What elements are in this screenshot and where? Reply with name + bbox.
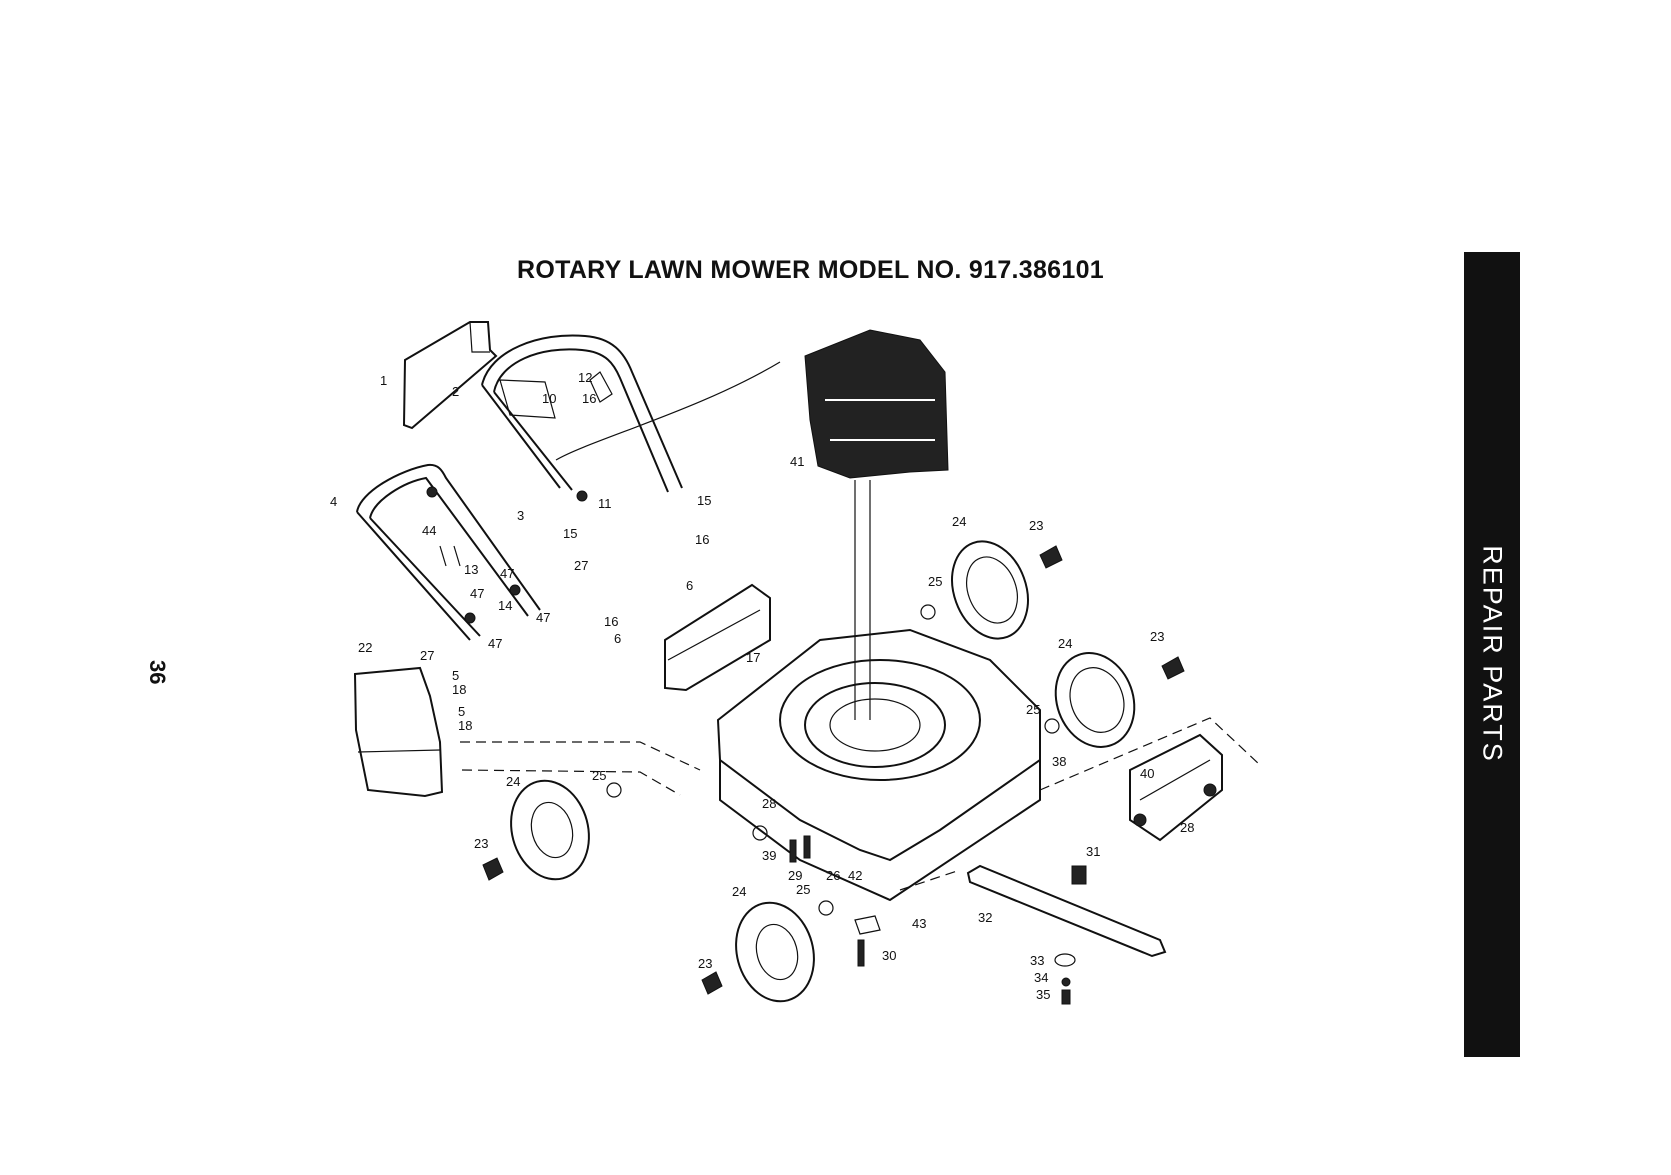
callout: 18	[452, 682, 466, 697]
callout: 10	[542, 391, 556, 406]
wheel-rear-right-bottom	[1043, 642, 1147, 758]
callout: 23	[1150, 629, 1164, 644]
callout: 24	[952, 514, 966, 529]
callout: 24	[1058, 636, 1072, 651]
hardware	[427, 487, 1216, 1004]
part-lower-handle	[357, 465, 540, 640]
callout: 25	[928, 574, 942, 589]
part-rear-baffle	[665, 585, 770, 690]
callout: 32	[978, 910, 992, 925]
callout: 34	[1034, 970, 1048, 985]
wheel-rear-right-top	[939, 531, 1041, 650]
callout: 47	[488, 636, 502, 651]
callout: 26	[826, 868, 840, 883]
part-blade	[968, 866, 1165, 956]
callout: 14	[498, 598, 512, 613]
callout: 47	[470, 586, 484, 601]
callout: 47	[536, 610, 550, 625]
callout: 25	[1026, 702, 1040, 717]
callout: 28	[762, 796, 776, 811]
callout: 28	[1180, 820, 1194, 835]
callout: 13	[464, 562, 478, 577]
callout: 3	[517, 508, 524, 523]
callout: 31	[1086, 844, 1100, 859]
callout: 38	[1052, 754, 1066, 769]
callout: 15	[697, 493, 711, 508]
callout: 23	[698, 956, 712, 971]
assembly-line	[460, 742, 700, 770]
callout: 16	[582, 391, 596, 406]
part-catcher-frame	[355, 668, 442, 796]
wheel-front-right	[725, 894, 824, 1010]
callout: 23	[474, 836, 488, 851]
part-engine	[805, 330, 948, 720]
callout: 39	[762, 848, 776, 863]
callout: 47	[500, 566, 514, 581]
callout: 30	[882, 948, 896, 963]
callout: 33	[1030, 953, 1044, 968]
callout: 40	[1140, 766, 1154, 781]
callout: 16	[695, 532, 709, 547]
callout: 17	[746, 650, 760, 665]
callout: 15	[563, 526, 577, 541]
part-handle-cover	[404, 322, 496, 428]
callout: 23	[1029, 518, 1043, 533]
callout: 12	[578, 370, 592, 385]
callout: 6	[614, 631, 621, 646]
callout: 29	[788, 868, 802, 883]
callout: 5	[452, 668, 459, 683]
part-upper-handle	[482, 335, 682, 492]
callout: 42	[848, 868, 862, 883]
callout: 18	[458, 718, 472, 733]
callout: 25	[592, 768, 606, 783]
callout: 11	[598, 496, 612, 511]
callout: 27	[420, 648, 434, 663]
callout: 41	[790, 454, 804, 469]
callout: 25	[796, 882, 810, 897]
callout: 16	[604, 614, 618, 629]
callout: 2	[452, 384, 459, 399]
callout: 27	[574, 558, 588, 573]
callout: 24	[506, 774, 520, 789]
callout: 22	[358, 640, 372, 655]
wheel-front-left	[500, 772, 599, 888]
callout: 6	[686, 578, 693, 593]
callout: 1	[380, 373, 387, 388]
callout: 24	[732, 884, 746, 899]
callout: 4	[330, 494, 337, 509]
callout: 35	[1036, 987, 1050, 1002]
callout: 44	[422, 523, 436, 538]
callout: 43	[912, 916, 926, 931]
callout: 5	[458, 704, 465, 719]
